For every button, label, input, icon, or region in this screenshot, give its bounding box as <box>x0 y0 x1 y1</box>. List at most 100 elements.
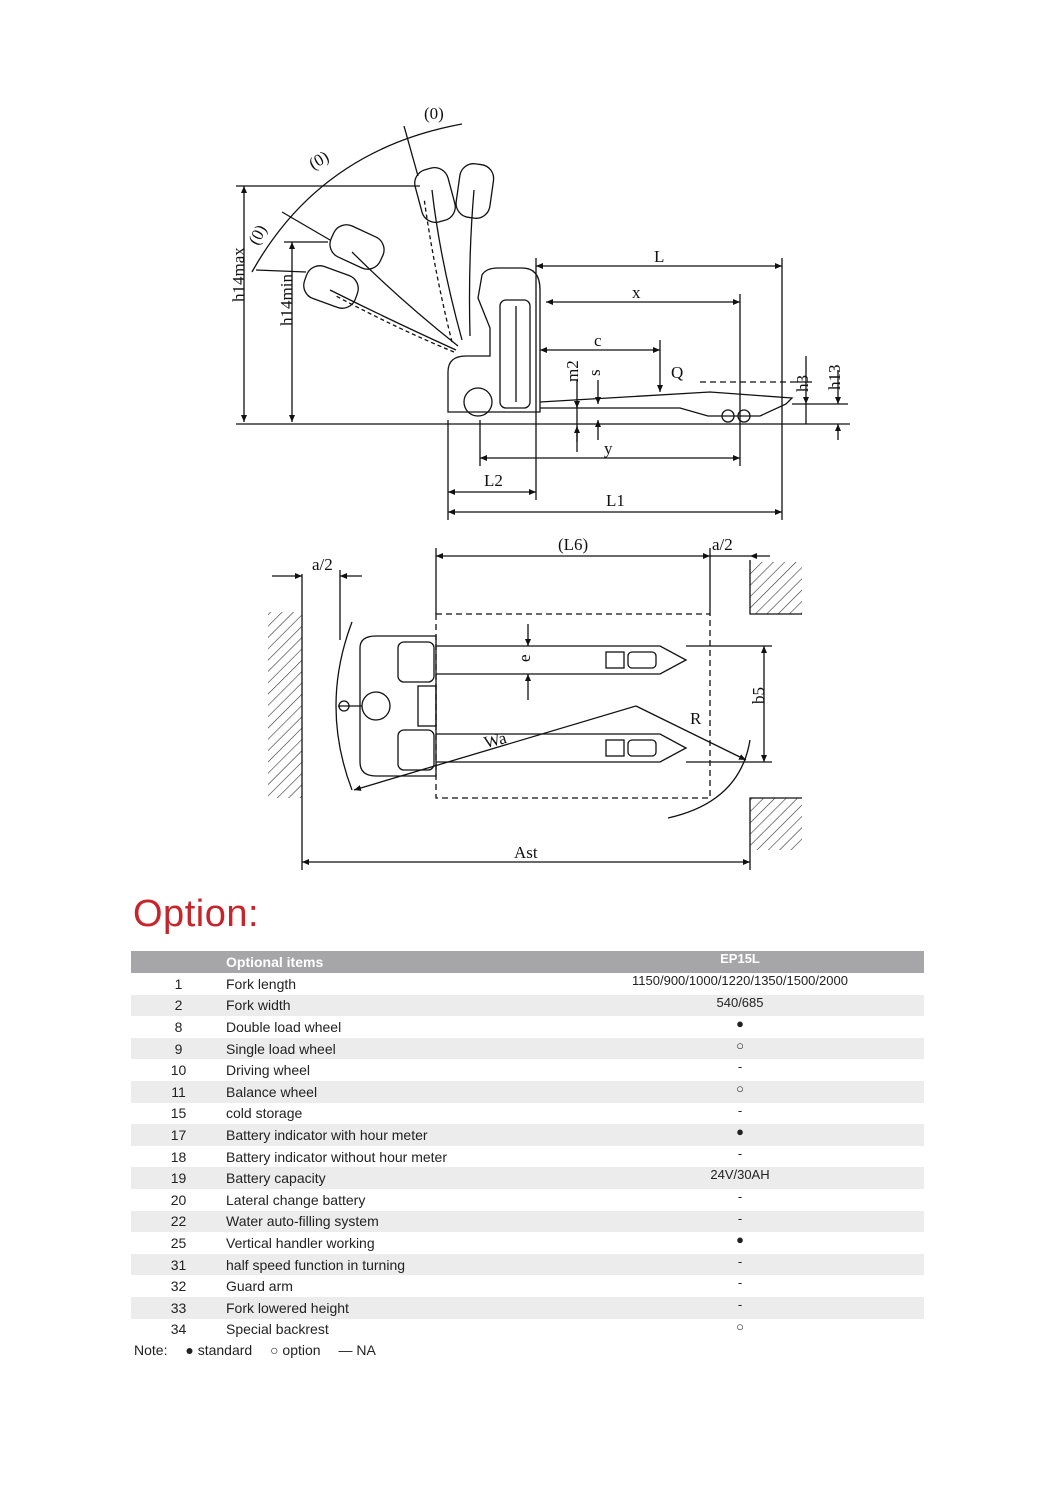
header-model: EP15L <box>556 951 924 973</box>
row-number: 2 <box>131 994 226 1017</box>
fork-top-2-wheel-a <box>605 739 625 757</box>
label-b5: b5 <box>749 687 768 704</box>
table-row: 18 Battery indicator without hour meter - <box>131 1146 924 1168</box>
top-view <box>268 548 802 870</box>
label-R: R <box>690 709 702 728</box>
dim-R <box>635 705 747 761</box>
label-Q: Q <box>671 363 683 382</box>
row-number: 34 <box>170 1321 187 1338</box>
tiller-head-3 <box>329 224 385 270</box>
note-standard: ● standard <box>185 1342 253 1358</box>
header-optional-items: Optional items <box>226 951 556 973</box>
label-m2: m2 <box>563 360 582 382</box>
row-item: cold storage <box>226 1105 303 1122</box>
label-Wa: Wa <box>482 728 509 752</box>
table-row: 25 Vertical handler working ● <box>131 1232 924 1254</box>
label-angle-mid: (0) <box>305 147 332 173</box>
row-item: Balance wheel <box>226 1080 556 1103</box>
row-item: Guard arm <box>226 1278 293 1295</box>
label-s: s <box>585 369 604 376</box>
row-value: - <box>556 1296 924 1319</box>
row-value: - <box>556 1210 924 1233</box>
row-number: 18 <box>170 1148 187 1165</box>
wall-right-bottom-edge <box>749 797 802 870</box>
label-h3: h3 <box>793 375 812 392</box>
wall-right-bottom-hatch <box>750 798 802 850</box>
fork-side <box>539 391 794 417</box>
pallet-outline <box>435 613 711 799</box>
row-item: Double load wheel <box>226 1018 342 1035</box>
row-number: 9 <box>131 1037 226 1060</box>
row-number: 25 <box>170 1234 187 1251</box>
tiller-arm-4 <box>329 289 457 351</box>
row-item: Lateral change battery <box>226 1191 366 1208</box>
tiller-arm-3 <box>351 251 459 347</box>
row-item: Water auto-filling system <box>226 1210 556 1233</box>
tiller-arm-4b <box>335 295 455 353</box>
note-na: — NA <box>338 1342 376 1358</box>
row-number: 19 <box>131 1167 226 1189</box>
row-value: 540/685 <box>556 994 924 1017</box>
label-L6: (L6) <box>558 535 588 554</box>
row-item: Fork width <box>226 994 556 1017</box>
side-view <box>236 123 850 520</box>
note-prefix: Note: <box>134 1342 168 1358</box>
row-number: 1 <box>174 975 183 992</box>
angle-ray-3 <box>255 269 307 273</box>
row-item: Driving wheel <box>226 1062 311 1079</box>
technical-drawing-svg: (0) (0) (0) L x c Q m2 s h3 h13 h14max h… <box>229 104 850 870</box>
options-table-header: Optional items EP15L <box>131 951 924 973</box>
row-value: ● <box>736 1016 744 1032</box>
row-item: Battery indicator without hour meter <box>226 1148 447 1165</box>
angle-ray-1 <box>403 125 419 177</box>
steering-hub <box>361 691 391 721</box>
truck-top-body <box>359 635 437 777</box>
row-item: Vertical handler working <box>226 1234 375 1251</box>
row-value: - <box>737 1145 743 1161</box>
label-x: x <box>632 283 641 302</box>
tiller-head-4 <box>303 265 359 309</box>
row-value: - <box>737 1188 743 1204</box>
fork-top-2-wheel-b <box>627 739 657 757</box>
tiller-arm-1b <box>423 197 453 343</box>
fork-top-1 <box>436 645 688 675</box>
label-h14max: h14max <box>229 247 248 302</box>
tiller-knob <box>338 700 350 712</box>
label-L1: L1 <box>606 491 625 510</box>
row-value: ○ <box>736 1318 744 1334</box>
row-number: 11 <box>131 1080 226 1103</box>
row-value: - <box>737 1275 743 1291</box>
row-item: Battery capacity <box>226 1167 556 1189</box>
turn-arc-left <box>335 621 353 791</box>
drive-wheel <box>463 387 493 417</box>
row-number: 10 <box>170 1062 187 1079</box>
label-h13: h13 <box>825 365 844 391</box>
label-e: e <box>515 654 534 662</box>
angle-ray-2 <box>281 211 331 241</box>
fork-top-2 <box>436 733 688 763</box>
label-L: L <box>654 247 664 266</box>
header-no <box>131 951 226 973</box>
row-number: 32 <box>170 1278 187 1295</box>
label-h14min: h14min <box>277 274 296 326</box>
tiller-head-2 <box>455 163 495 219</box>
wall-right-top-hatch <box>750 562 802 614</box>
row-value: ● <box>736 1232 744 1248</box>
row-number: 17 <box>131 1124 226 1146</box>
technical-drawing: (0) (0) (0) L x c Q m2 s h3 h13 h14max h… <box>229 104 850 870</box>
row-number: 8 <box>174 1018 183 1035</box>
row-value: ● <box>556 1124 924 1146</box>
table-row: 32 Guard arm - <box>131 1275 924 1297</box>
load-wheel-a <box>721 409 735 423</box>
row-item: Fork lowered height <box>226 1296 556 1319</box>
row-number: 15 <box>170 1105 187 1122</box>
